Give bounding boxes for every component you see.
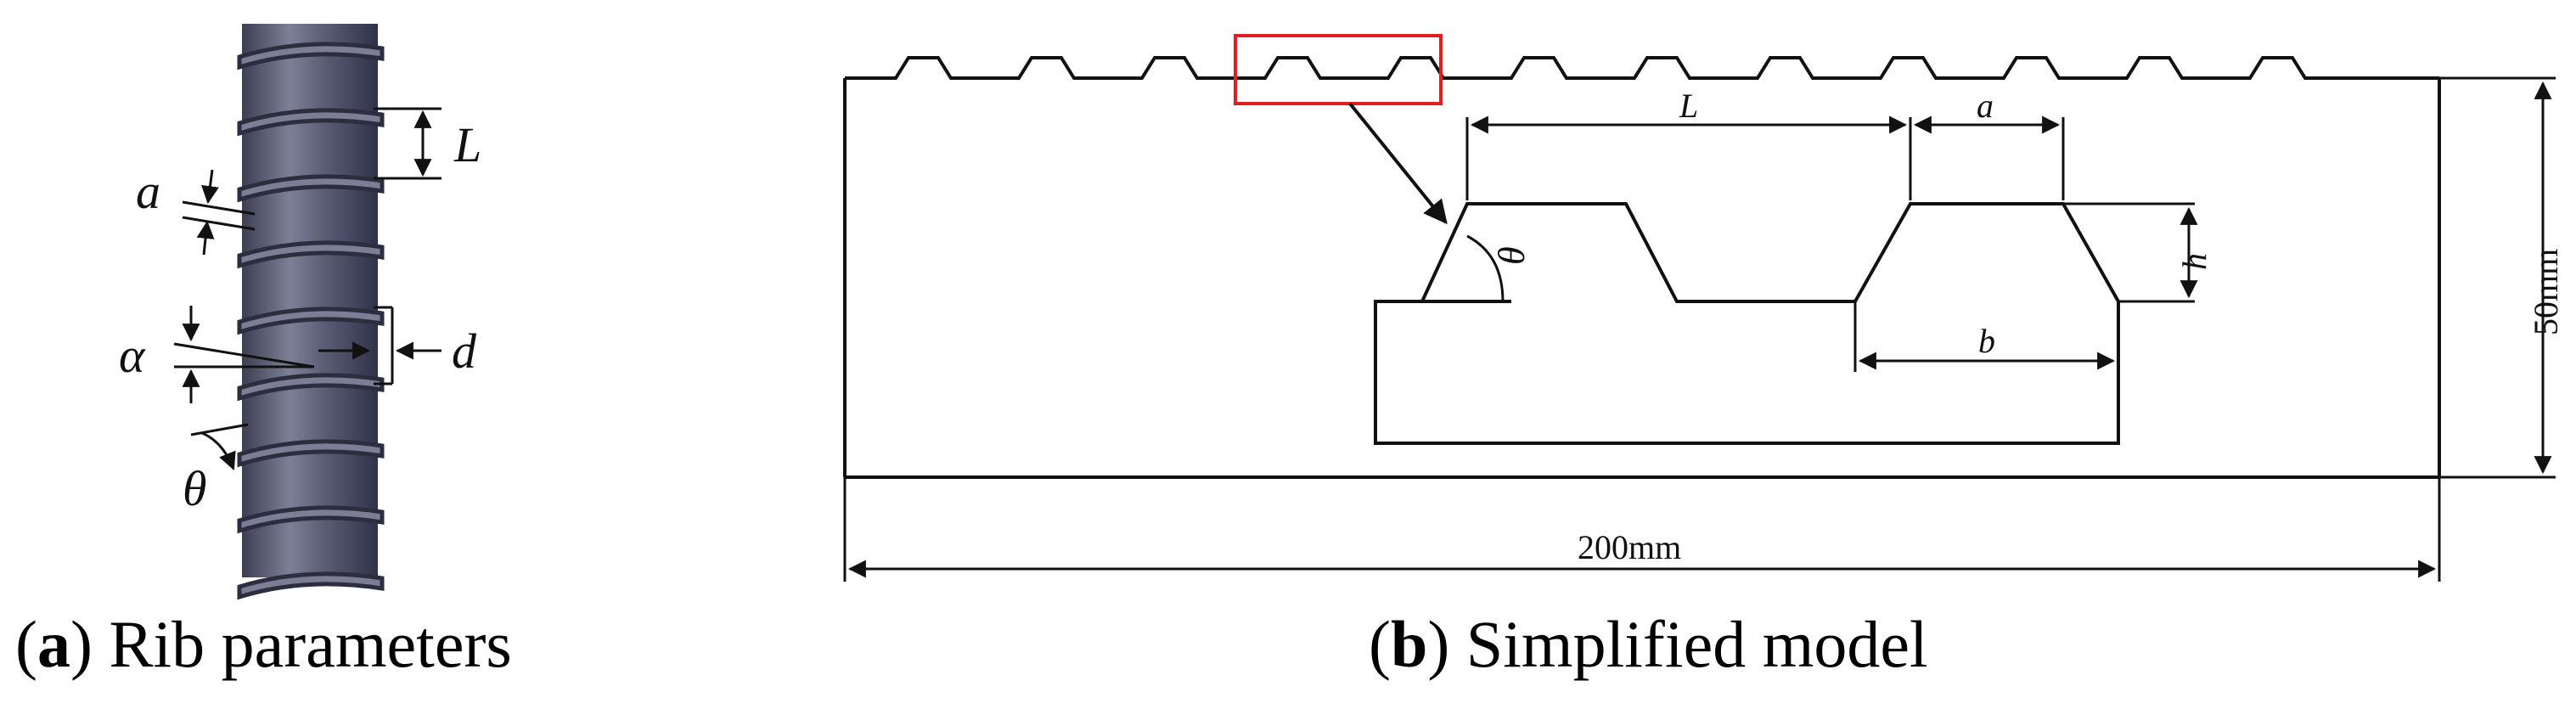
rib [237, 240, 385, 269]
dimension-alpha: α [119, 306, 315, 403]
label-b-b: b [1978, 322, 1995, 360]
dimension-l: L [374, 107, 481, 180]
dimension-a: a [136, 164, 256, 256]
panel-a: L a α d [15, 24, 512, 681]
dimension-d: d [318, 306, 477, 385]
label-h: h [2175, 253, 2213, 270]
caption-a-letter: a [37, 607, 70, 681]
dimension-l-b: L [1465, 87, 1912, 200]
panel-b: L a h b θ 50mm [843, 34, 2565, 681]
angle-theta: θ [183, 423, 249, 516]
dimension-h: h [2063, 202, 2213, 303]
rib [237, 373, 385, 402]
helical-ribs [237, 42, 385, 600]
highlight-box [1234, 34, 1443, 105]
dimension-b: b [1853, 301, 2116, 372]
label-a-b: a [1977, 87, 1994, 125]
caption-b-letter: b [1391, 607, 1427, 681]
label-theta-b: θ [1491, 246, 1533, 265]
caption-a: (a) Rib parameters [15, 607, 512, 681]
caption-a-text: Rib parameters [109, 607, 511, 681]
rib [237, 571, 385, 600]
rib [237, 174, 385, 203]
rib [237, 307, 385, 335]
label-l-b: L [1679, 87, 1698, 125]
ribbed-bar-image [237, 24, 385, 600]
rib [237, 505, 385, 534]
detail-profile [1374, 202, 2120, 445]
callout-arrow [1348, 102, 1448, 225]
label-width: 200mm [1578, 528, 1681, 566]
label-l: L [453, 117, 481, 172]
label-d: d [452, 324, 477, 379]
model-block [843, 56, 2441, 479]
caption-b-text: Simplified model [1466, 607, 1928, 681]
label-theta: θ [183, 461, 207, 516]
caption-b: (b) Simplified model [1369, 607, 1928, 681]
label-a: a [136, 164, 160, 219]
rib-profile [845, 56, 2439, 80]
dimension-a-b: a [1913, 87, 2065, 200]
rib [237, 439, 385, 468]
rib [237, 42, 385, 70]
rib [237, 108, 385, 137]
label-alpha: α [119, 328, 146, 383]
label-height: 50mm [2527, 249, 2565, 335]
dimension-width: 200mm [843, 477, 2441, 582]
dimension-height: 50mm [2439, 76, 2565, 479]
